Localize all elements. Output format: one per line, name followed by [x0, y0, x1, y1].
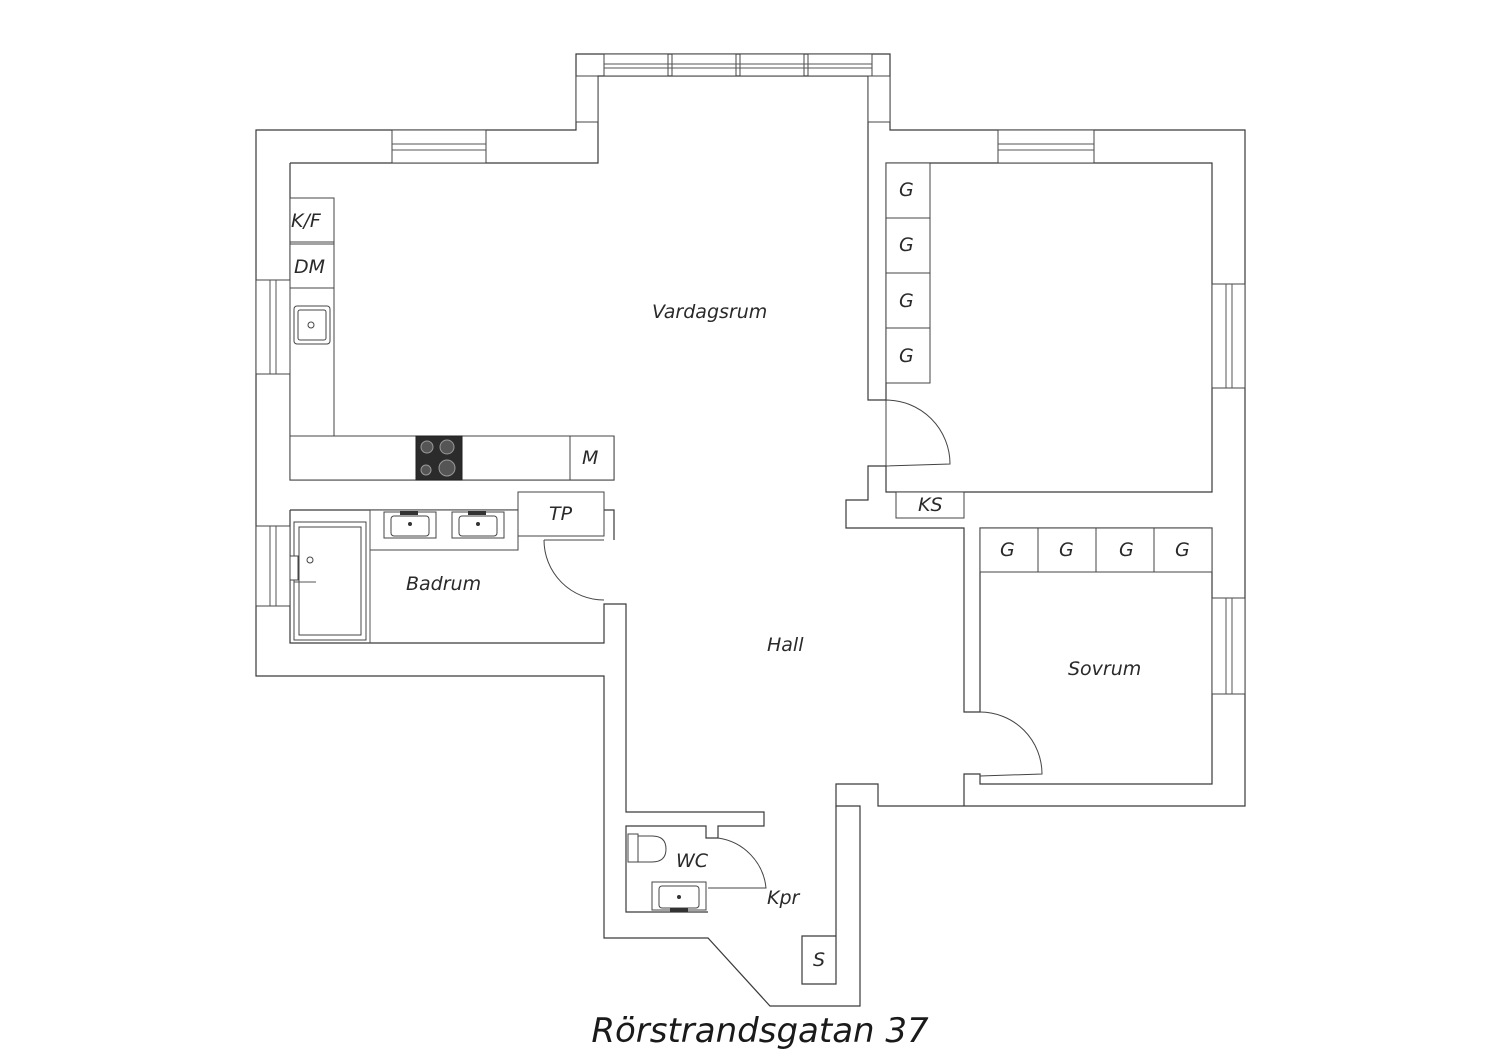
window-icon — [997, 129, 1095, 164]
closet-label: Kpr — [767, 887, 801, 909]
linen-closet: KS — [895, 491, 965, 519]
bathroom: TP — [289, 491, 605, 643]
wardrobe-label: G — [1119, 539, 1134, 561]
toilet-icon — [627, 833, 667, 863]
door-swing-icon — [885, 399, 951, 467]
wardrobe-label: G — [899, 234, 914, 256]
sink-icon — [651, 881, 707, 912]
windows — [255, 53, 1246, 695]
wardrobe-label: G — [1000, 539, 1015, 561]
wardrobe-cabinet — [979, 527, 1039, 573]
window-icon — [1211, 597, 1246, 695]
inner-wall-line — [290, 75, 1213, 806]
living-room-label: Vardagsrum — [652, 301, 767, 323]
linen-label: KS — [918, 494, 943, 516]
window-icon — [255, 279, 291, 375]
door-swing-icon — [979, 711, 1043, 777]
window-icon — [867, 75, 891, 123]
stove-icon — [415, 435, 463, 481]
linen-cabinet — [895, 491, 965, 519]
wardrobe-label: G — [1175, 539, 1190, 561]
closet-wall — [801, 806, 837, 985]
wardrobe-label: G — [1059, 539, 1074, 561]
wardrobe-cabinet — [1095, 527, 1155, 573]
wardrobes-bedroom-2: G G G G — [979, 527, 1213, 573]
wc: WC — [627, 833, 709, 912]
door-swing-icon — [708, 837, 767, 889]
room-labels: Vardagsrum Hall Badrum Sovrum Kpr — [406, 301, 1141, 909]
microwave-label: M — [582, 447, 598, 469]
window-icon — [603, 53, 669, 77]
fridge-label: K/F — [291, 210, 322, 232]
wardrobe-label: G — [899, 345, 914, 367]
window-icon — [671, 53, 737, 77]
sink-icon — [293, 305, 331, 345]
kitchen-inner-wall — [289, 163, 615, 481]
doors — [543, 399, 1043, 889]
wardrobe-label: G — [899, 290, 914, 312]
hall-label: Hall — [767, 634, 804, 656]
wardrobe-label: G — [899, 179, 914, 201]
window-icon — [739, 53, 805, 77]
dishwasher-cabinet — [289, 243, 335, 289]
bathtub-icon — [289, 521, 367, 641]
bath-label: Badrum — [406, 573, 481, 595]
page-title: Rörstrandsgatan 37 — [591, 1011, 929, 1051]
storage-label: S — [813, 949, 825, 971]
window-icon — [391, 129, 487, 164]
window-icon — [1211, 283, 1246, 389]
kitchen: K/F DM M — [289, 197, 615, 481]
fridge-cabinet — [289, 197, 335, 243]
bedroom-label: Sovrum — [1068, 658, 1141, 680]
sink-icon — [383, 511, 437, 539]
wardrobes-bedroom-1: G G G G — [885, 162, 931, 384]
sink-icon — [451, 511, 505, 539]
wardrobe-cabinet — [885, 162, 931, 219]
outer-wall-line — [255, 53, 1246, 1007]
wc-label: WC — [676, 850, 709, 872]
dryer-cabinet — [517, 491, 605, 537]
window-icon — [575, 75, 599, 123]
wardrobe-cabinet — [885, 217, 931, 274]
microwave-cabinet — [569, 435, 615, 481]
wardrobe-cabinet — [1153, 527, 1213, 573]
door-swing-icon — [543, 539, 605, 601]
wardrobe-cabinet — [885, 327, 931, 384]
dryer-label: TP — [549, 503, 573, 525]
wardrobe-cabinet — [885, 272, 931, 329]
dishwasher-label: DM — [294, 256, 325, 278]
storage: S — [813, 949, 825, 971]
window-icon — [807, 53, 873, 77]
window-icon — [255, 525, 291, 607]
